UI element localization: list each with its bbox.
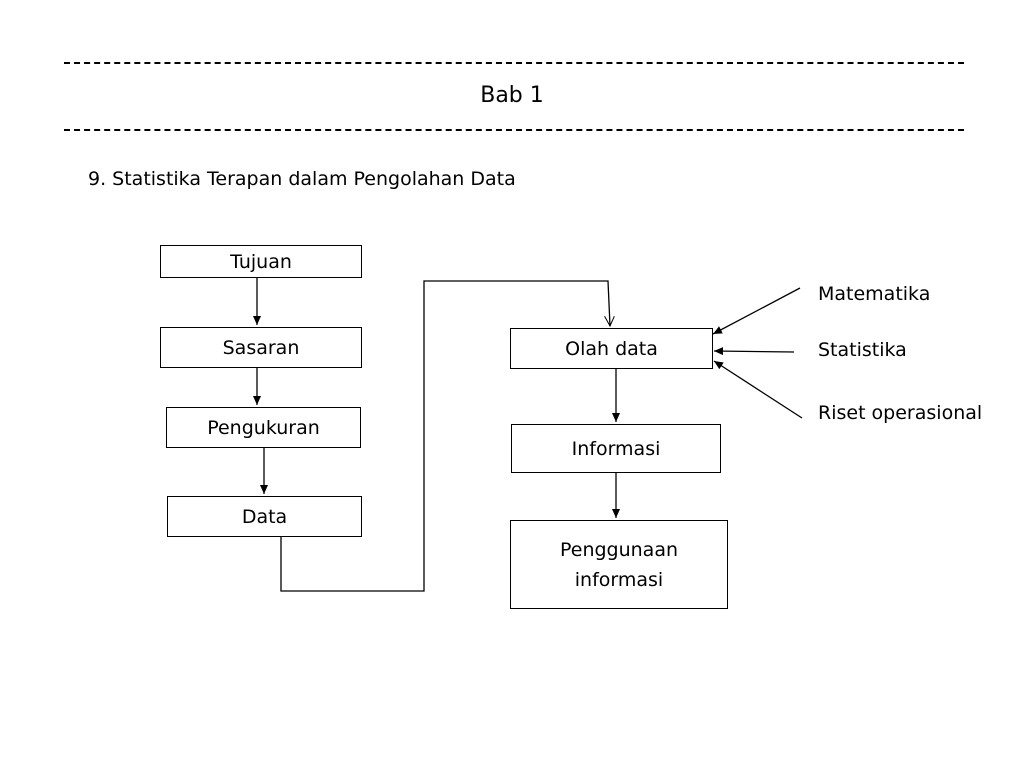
connector-data-to-olah-data — [280, 280, 610, 592]
arrow-matematika-to-olah-data — [712, 287, 801, 335]
arrow-statistika-to-olah-data — [713, 347, 795, 356]
top-dashed-divider — [64, 62, 964, 64]
bottom-dashed-divider — [64, 129, 964, 131]
arrow-riset-to-olah-data — [713, 360, 803, 419]
box-informasi: Informasi — [511, 424, 721, 473]
box-tujuan: Tujuan — [160, 245, 362, 278]
label-matematika: Matematika — [818, 283, 931, 305]
label-statistika: Statistika — [818, 339, 907, 361]
box-sasaran: Sasaran — [160, 327, 362, 368]
label-riset-operasional: Riset operasional — [818, 402, 983, 424]
slide-title: Bab 1 — [480, 83, 544, 108]
box-pengukuran: Pengukuran — [166, 407, 361, 448]
box-olah-data: Olah data — [510, 328, 713, 369]
box-data: Data — [167, 496, 362, 537]
section-heading: 9. Statistika Terapan dalam Pengolahan D… — [88, 168, 516, 190]
box-penggunaan-informasi: Penggunaan informasi — [510, 520, 728, 609]
